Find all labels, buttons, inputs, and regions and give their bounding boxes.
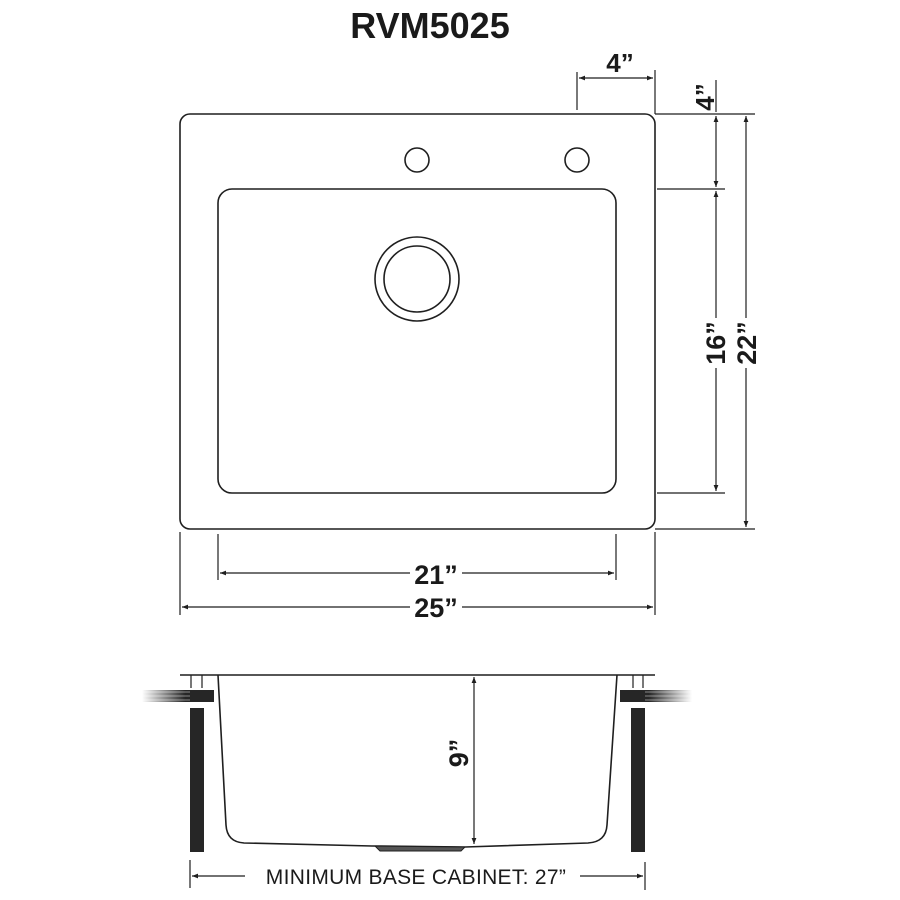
dimension-bowl-width: 21”	[217, 534, 617, 590]
dimension-overall-width: 25”	[179, 532, 656, 623]
drain-icon	[374, 236, 460, 322]
faucet-hole-right-icon	[564, 147, 590, 173]
cabinet-wall-left	[190, 708, 204, 852]
side-view: 9” MINIMUM BASE CABINET: 27”	[140, 674, 695, 890]
bowl-depth-label: 9”	[444, 739, 474, 768]
dimension-bowl-length: 16”	[701, 191, 731, 491]
dimension-faucet-offset-horizontal: 4”	[576, 48, 656, 114]
bowl-length-label: 16”	[701, 321, 731, 365]
countertop-left-icon	[140, 690, 214, 702]
dimension-overall-length: 22”	[732, 116, 762, 527]
bowl-side-profile	[217, 674, 618, 848]
cabinet-wall-right	[631, 708, 645, 852]
model-title: RVM5025	[350, 5, 509, 46]
dimension-minimum-cabinet: MINIMUM BASE CABINET: 27”	[189, 860, 646, 890]
overall-length-label: 22”	[732, 321, 762, 365]
sink-bowl-outline	[217, 188, 617, 494]
dimension-faucet-offset-vertical: 4”	[690, 80, 720, 187]
sink-deck-outline	[179, 113, 656, 530]
overall-width-label: 25”	[414, 593, 458, 623]
bowl-width-label: 21”	[414, 560, 458, 590]
faucet-hole-left-icon	[404, 147, 430, 173]
top-view: 4” 4” 16” 22” 21	[179, 48, 762, 623]
faucet-offset-horizontal-label: 4”	[606, 48, 633, 78]
countertop-right-icon	[620, 690, 695, 702]
faucet-offset-vertical-label: 4”	[690, 83, 720, 110]
dimension-bowl-depth: 9”	[444, 677, 477, 844]
drain-stub-icon	[373, 845, 467, 852]
minimum-cabinet-caption: MINIMUM BASE CABINET: 27”	[266, 866, 566, 889]
